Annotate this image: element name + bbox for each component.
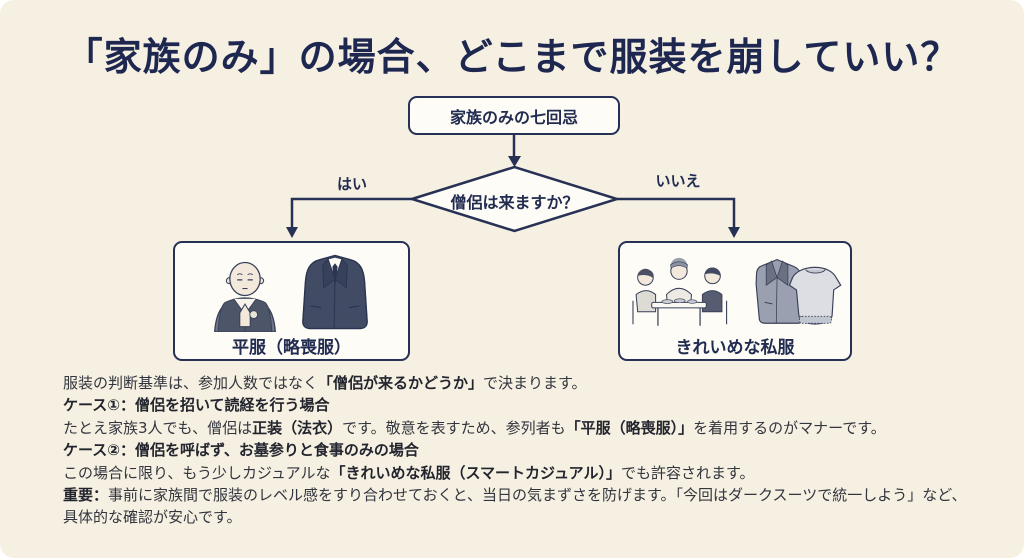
- dark-suit-jacket-illustration: [301, 254, 368, 330]
- note-case2-body: この場合に限り、もう少しカジュアルな「きれいめな私服（スマートカジュアル）」でも…: [63, 463, 755, 482]
- note-case1-body: たとえ家族3人でも、僧侶は正装（法衣）です。敬意を表すため、参列者も「平服（略喪…: [63, 418, 886, 437]
- arrow-yes-branch: [290, 197, 412, 228]
- blazer-and-sweater-illustration: [755, 258, 842, 325]
- result-left-label: 平服（略喪服）: [232, 338, 351, 358]
- branch-label-no: いいえ: [655, 172, 701, 190]
- result-right-label: きれいめな私服: [675, 338, 795, 358]
- family-meal-illustration: [632, 257, 728, 326]
- arrowhead-down-icon: [728, 227, 740, 238]
- note-case1-heading: ケース①：僧侶を招いて読経を行う場合: [63, 396, 330, 415]
- right-illustration-row: [620, 248, 850, 332]
- arrow-no-branch: [617, 197, 736, 228]
- flow-decision-node: 僧侶は来ますか？: [450, 193, 579, 212]
- page-title: 「家族のみ」の場合、どこまで服装を崩していい？: [64, 35, 960, 79]
- flow-start-node: 家族のみの七回忌: [408, 96, 620, 135]
- arrowhead-down-icon: [508, 156, 521, 167]
- note-basis: 服装の判断基準は、参加人数ではなく「僧侶が来るかどうか」で決まります。: [63, 374, 587, 392]
- result-box-smart-casual: きれいめな私服: [618, 241, 852, 361]
- branch-label-yes: はい: [336, 175, 367, 193]
- note-important: 重要：事前に家族間で服装のレベル感をすり合わせておくと、当日の気まずさを防げます…: [63, 486, 967, 527]
- note-case2-heading: ケース②：僧侶を呼ばず、お墓参りと食事のみの場合: [63, 441, 419, 460]
- result-box-semiformal: 平服（略喪服）: [173, 241, 410, 361]
- monk-illustration: [213, 261, 276, 332]
- arrowhead-down-icon: [286, 227, 298, 238]
- notes-section: 服装の判断基準は、参加人数ではなく「僧侶が来るかどうか」で決まります。 ケース①…: [63, 372, 969, 529]
- left-illustration-row: [206, 248, 378, 332]
